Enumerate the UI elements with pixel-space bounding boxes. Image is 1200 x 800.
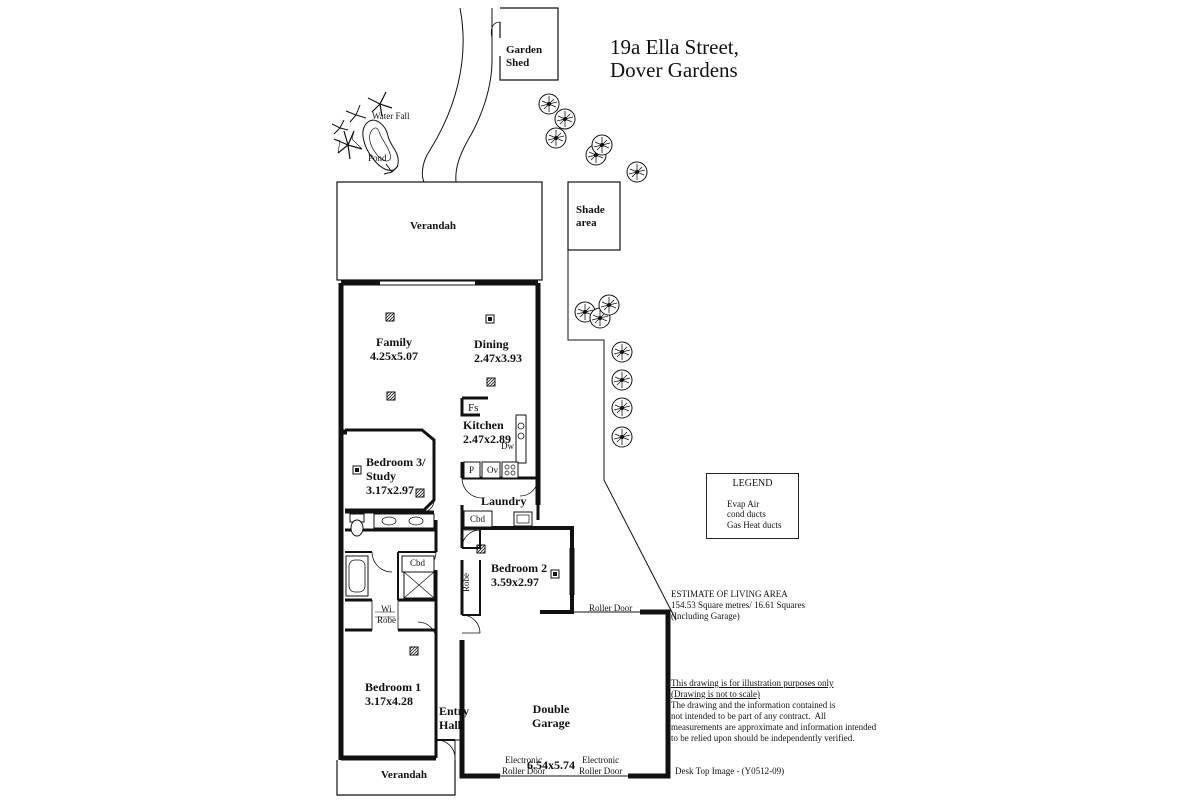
estimate-heading: ESTIMATE OF LIVING AREA (671, 589, 788, 599)
bedroom2-name: Bedroom 2 (491, 561, 548, 575)
family-room-name: Family (376, 335, 412, 349)
bedroom3-label: Bedroom 3/ Study 3.17x2.97 (366, 455, 425, 497)
electronic-roller-door-2-label: Electronic Roller Door (579, 755, 623, 776)
bedroom2-size: 3.59x2.97 (491, 575, 539, 589)
bedroom1-label: Bedroom 1 3.17x4.28 (365, 680, 421, 708)
family-room-size: 4.25x5.07 (370, 349, 418, 363)
garden-shed (490, 7, 559, 81)
robe-label: Robe (461, 573, 471, 592)
bathroom-fixtures (345, 513, 435, 618)
address-line-2: Dover Gardens (610, 58, 738, 82)
disclaimer-body: The drawing and the information containe… (671, 700, 877, 743)
rear-verandah (336, 181, 543, 281)
electronic-roller-door-1-label: Electronic Roller Door (502, 755, 546, 776)
legend-item-evap: Evap Air cond ducts (727, 499, 766, 519)
pond-label: Pond (368, 153, 387, 163)
legend-title: LEGEND (732, 478, 773, 489)
shade-area (567, 181, 621, 251)
pantry-label: P (469, 465, 475, 475)
kitchen-fixtures (463, 414, 527, 479)
garage-label: Double Garage 6.54x5.74 (527, 674, 575, 800)
bedroom3-size: 3.17x2.97 (366, 483, 414, 497)
garage-size: 6.54x5.74 (527, 758, 575, 772)
bath-cbd-label: Cbd (410, 558, 426, 568)
estimate-line-1: 154.53 Square metres/ 16.61 Squares (671, 600, 805, 610)
wi-robe-label: Wi Robe (377, 604, 396, 625)
entry-hall-label: Entry Hall (439, 704, 469, 732)
dw-label: Dw (501, 441, 514, 451)
water-fall-label: Water Fall (372, 111, 410, 121)
family-room-label: Family 4.25x5.07 (370, 335, 418, 363)
kitchen-name: Kitchen (463, 418, 504, 432)
fs-label: Fs (468, 402, 479, 414)
dining-room-label: Dining 2.47x3.93 (474, 337, 522, 365)
rear-verandah-label: Verandah (410, 220, 457, 232)
garage-name: Double Garage (532, 702, 570, 730)
disclaimer-line-1: This drawing is for illustration purpose… (671, 678, 834, 688)
laundry-cbd-label: Cbd (470, 514, 486, 524)
garden-shed-label: Garden Shed (506, 44, 543, 69)
bedroom3-name: Bedroom 3/ Study (366, 455, 426, 483)
bedroom1-name: Bedroom 1 (365, 680, 422, 694)
legend: LEGEND Evap Air cond ducts Gas Heat duct… (706, 473, 799, 539)
kitchen-label: Kitchen 2.47x2.89 (463, 418, 511, 446)
address-line-1: 19a Ella Street, (610, 35, 739, 59)
roller-door-label: Roller Door (589, 603, 633, 613)
estimate-line-2: (Including Garage) (671, 611, 740, 621)
house-walls (338, 280, 671, 779)
oven-label: Ov (487, 465, 498, 475)
bedroom1-size: 3.17x4.28 (365, 694, 413, 708)
dining-room-size: 2.47x3.93 (474, 351, 522, 365)
laundry-label: Laundry (481, 494, 527, 508)
laundry-fixtures (463, 510, 533, 528)
bedroom2-label: Bedroom 2 3.59x2.97 (491, 561, 547, 589)
dining-room-name: Dining (474, 337, 509, 351)
garden-path (421, 7, 493, 183)
windows (338, 418, 575, 761)
shade-area-label: Shade area (576, 204, 605, 229)
image-code: Desk Top Image - (Y0512-09) (675, 766, 785, 776)
disclaimer-line-2: (Drawing is not to scale) (671, 689, 760, 699)
kitchen-size: 2.47x2.89 (463, 432, 511, 446)
front-verandah-label: Verandah (381, 769, 428, 781)
trees (538, 93, 648, 448)
front-verandah (336, 760, 456, 796)
legend-item-gas: Gas Heat ducts (727, 520, 782, 530)
pond-area (331, 91, 399, 175)
